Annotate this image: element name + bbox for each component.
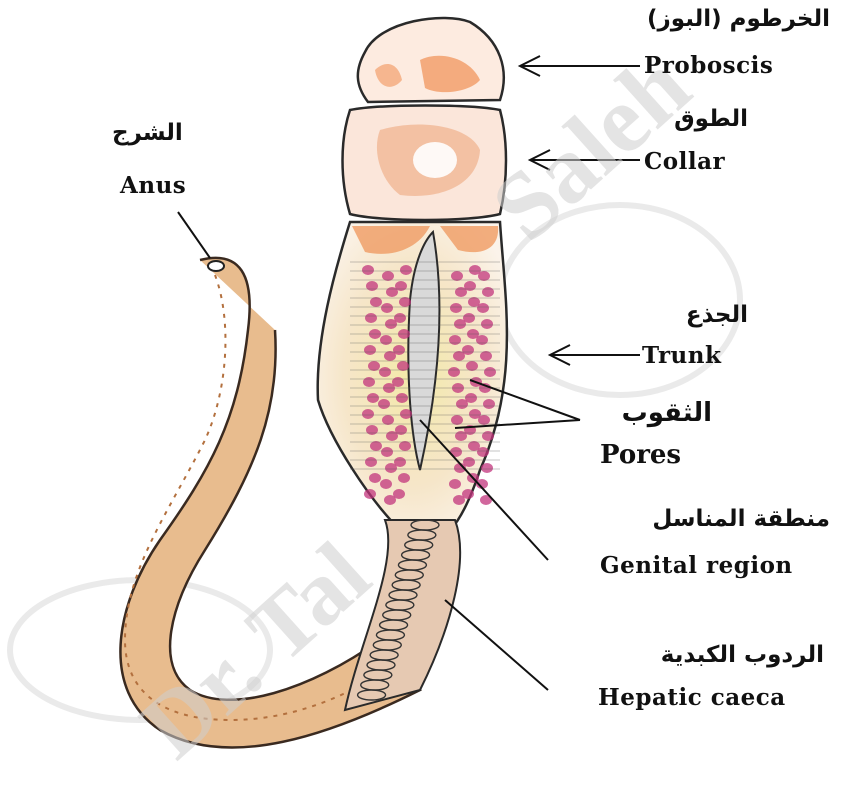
gonad-spot	[382, 271, 394, 281]
label-genital-ar: منطقة المناسل	[652, 506, 830, 532]
label-collar-ar: الطوق	[674, 106, 748, 132]
gonad-spot	[448, 367, 460, 377]
gonad-spot	[394, 313, 406, 323]
gonad-spot	[395, 281, 407, 291]
gonad-spot	[362, 409, 374, 419]
gonad-spot	[451, 415, 463, 425]
gonad-spot	[364, 489, 376, 499]
label-trunk-en: Trunk	[642, 342, 721, 369]
gonad-spot	[382, 415, 394, 425]
gonad-spot	[451, 271, 463, 281]
gonad-spot	[362, 265, 374, 275]
gonad-spot	[478, 271, 490, 281]
gonad-spot	[393, 489, 405, 499]
gonad-spot	[477, 303, 489, 313]
label-anus-ar: الشرج	[112, 120, 183, 146]
gonad-spot	[366, 281, 378, 291]
label-proboscis-ar: الخرطوم (البوز)	[647, 6, 830, 32]
gonad-spot	[399, 441, 411, 451]
gonad-spot	[398, 473, 410, 483]
label-pores-ar: الثقوب	[622, 398, 712, 428]
label-pores-en: Pores	[600, 440, 681, 470]
label-hepatic-ar: الردوب الكبدية	[661, 642, 824, 668]
gonad-spot	[482, 287, 494, 297]
gonad-spot	[381, 303, 393, 313]
gonad-spot	[463, 457, 475, 467]
gonad-spot	[482, 431, 494, 441]
gonad-spot	[477, 447, 489, 457]
gonad-spot	[462, 345, 474, 355]
pointer-anus	[178, 212, 210, 258]
arrow-trunk	[550, 345, 640, 365]
label-proboscis-en: Proboscis	[644, 52, 773, 79]
gonad-spot	[364, 345, 376, 355]
collar-highlight	[413, 142, 457, 178]
gonad-spot	[381, 447, 393, 457]
gonad-spot	[365, 457, 377, 467]
gonad-spot	[363, 377, 375, 387]
gonad-spot	[397, 361, 409, 371]
gonad-spot	[449, 479, 461, 489]
label-hepatic-en: Hepatic caeca	[598, 684, 786, 711]
gonad-spot	[465, 393, 477, 403]
gonad-spot	[481, 319, 493, 329]
gonad-spot	[463, 313, 475, 323]
gonad-spot	[378, 399, 390, 409]
gonad-spot	[483, 399, 495, 409]
gonad-spot	[476, 335, 488, 345]
gonad-spot	[396, 393, 408, 403]
gonad-spot	[400, 409, 412, 419]
gonad-spot	[369, 473, 381, 483]
gonad-spot	[366, 425, 378, 435]
gonad-spot	[399, 297, 411, 307]
gonad-spot	[379, 367, 391, 377]
label-trunk-ar: الجذع	[686, 302, 748, 328]
label-genital-en: Genital region	[600, 552, 793, 579]
gonad-spot	[370, 297, 382, 307]
gonad-spot	[481, 463, 493, 473]
anus-opening	[208, 261, 224, 271]
gonad-spot	[365, 313, 377, 323]
gonad-spot	[370, 441, 382, 451]
label-collar-en: Collar	[644, 148, 725, 175]
gonad-spot	[395, 425, 407, 435]
gonad-spot	[462, 489, 474, 499]
gonad-spot	[392, 377, 404, 387]
gonad-spot	[380, 335, 392, 345]
gonad-spot	[450, 303, 462, 313]
gonad-spot	[394, 457, 406, 467]
gonad-spot	[466, 361, 478, 371]
pointer-hepatic	[445, 600, 548, 690]
label-anus-en: Anus	[120, 172, 186, 199]
gonad-spot	[478, 415, 490, 425]
gonad-spot	[380, 479, 392, 489]
gonad-spot	[393, 345, 405, 355]
gonad-spot	[484, 367, 496, 377]
gonad-spot	[464, 281, 476, 291]
gonad-spot	[480, 351, 492, 361]
gonad-spot	[449, 335, 461, 345]
gonad-spot	[368, 361, 380, 371]
gonad-spot	[367, 393, 379, 403]
gonad-spot	[400, 265, 412, 275]
